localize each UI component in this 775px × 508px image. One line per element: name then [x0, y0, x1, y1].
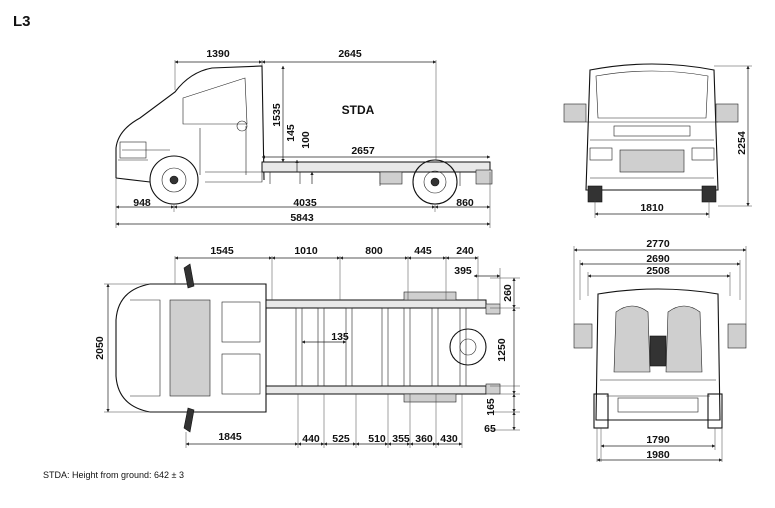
front-view-dimensions — [594, 65, 752, 218]
rear-view-drawing — [573, 288, 747, 429]
dim-165: 165 — [485, 398, 497, 416]
front-view-drawing — [563, 63, 739, 203]
dim-430: 430 — [440, 433, 458, 445]
dim-1535: 1535 — [271, 103, 283, 127]
dim-2050: 2050 — [94, 336, 106, 360]
dim-65: 65 — [484, 423, 496, 435]
dim-1250: 1250 — [496, 338, 508, 362]
dim-860: 860 — [456, 197, 474, 209]
dim-2690: 2690 — [646, 253, 670, 265]
dim-510: 510 — [368, 433, 386, 445]
page-title: L3 — [13, 13, 31, 30]
stda-label: STDA — [342, 103, 375, 117]
dim-440: 440 — [302, 433, 320, 445]
dim-2770: 2770 — [646, 238, 670, 250]
dim-145: 145 — [285, 124, 297, 142]
dim-1010: 1010 — [294, 245, 318, 257]
dim-525: 525 — [332, 433, 350, 445]
dim-1810: 1810 — [640, 202, 664, 214]
dim-100: 100 — [300, 131, 312, 149]
dim-260: 260 — [502, 284, 514, 302]
dim-1845: 1845 — [218, 431, 242, 443]
dim-2254: 2254 — [736, 131, 748, 155]
dim-445: 445 — [414, 245, 432, 257]
top-view-dimensions — [104, 256, 520, 448]
dim-1790: 1790 — [646, 434, 670, 446]
dim-5843: 5843 — [290, 212, 314, 224]
dim-2645: 2645 — [338, 48, 362, 60]
top-view-drawing — [115, 263, 501, 433]
dim-240: 240 — [456, 245, 474, 257]
side-view-dimensions — [115, 60, 491, 228]
dim-135: 135 — [331, 331, 349, 343]
dim-360: 360 — [415, 433, 433, 445]
dim-1545: 1545 — [210, 245, 234, 257]
side-view-drawing — [115, 65, 493, 205]
dim-1980: 1980 — [646, 449, 670, 461]
dim-948: 948 — [133, 197, 151, 209]
dim-2508: 2508 — [646, 265, 670, 277]
dim-800: 800 — [365, 245, 383, 257]
dim-4035: 4035 — [293, 197, 317, 209]
dim-1390: 1390 — [206, 48, 230, 60]
stda-note: STDA: Height from ground: 642 ± 3 — [43, 470, 185, 480]
dim-355: 355 — [392, 433, 410, 445]
dim-395: 395 — [454, 265, 472, 277]
dim-2657: 2657 — [351, 145, 375, 157]
rear-view-dimensions — [573, 246, 747, 462]
